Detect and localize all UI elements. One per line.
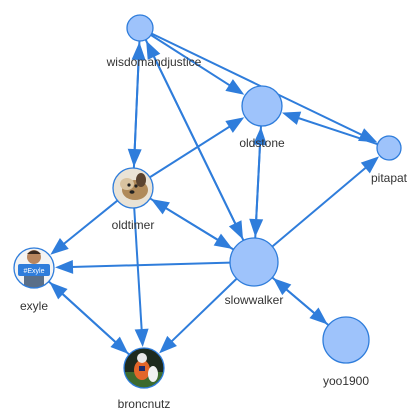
node-circle[interactable] [229,237,279,287]
arrowhead [146,40,161,60]
node-oldtimer[interactable] [112,167,154,209]
node-circle[interactable] [376,135,402,161]
dog-photo-icon [113,168,153,208]
edge-slowwalker-to-oldtimer [150,198,235,251]
node-label-exyle: exyle [20,299,48,313]
edge-wisdomandjustice-to-oldstone [150,34,245,95]
nodes-layer: #Exyle [13,14,402,389]
node-broncnutz[interactable] [123,347,165,389]
node-label-slowwalker: slowwalker [225,293,284,307]
node-circle[interactable] [322,316,370,364]
avatar-sign-text: #Exyle [23,268,44,275]
arrowhead [159,335,177,354]
arrowhead [54,259,74,274]
edge-slowwalker-to-wisdomandjustice [146,40,245,241]
node-circle[interactable] [241,85,283,127]
edge-broncnutz-to-exyle [49,282,130,356]
edge-oldtimer-to-oldstone [149,117,245,179]
node-circle[interactable] [126,14,154,42]
arrowhead [360,156,380,174]
edge-oldtimer-to-broncnutz [133,207,149,348]
edge-oldtimer-to-wisdomandjustice [131,41,146,169]
node-exyle[interactable]: #Exyle [13,247,55,290]
edge-slowwalker-to-exyle [54,259,231,274]
arrowhead [150,198,170,215]
arrowhead [131,41,146,61]
arrowhead [50,238,69,255]
node-label-broncnutz: broncnutz [118,397,171,411]
edge-slowwalker-to-pitapat [271,156,380,248]
node-label-yoo1900: yoo1900 [323,374,369,388]
edge-slowwalker-to-oldstone [253,126,267,239]
node-slowwalker[interactable] [229,237,279,287]
node-label-oldstone: oldstone [239,136,285,150]
node-label-wisdomandjustice: wisdomandjustice [106,55,202,69]
edge-slowwalker-to-broncnutz [159,277,238,354]
edge-oldtimer-to-exyle [50,199,119,255]
arrowhead [225,79,245,95]
node-yoo1900[interactable] [322,316,370,364]
arrowhead [134,328,149,348]
arrowhead [253,126,267,146]
arrowhead [225,117,245,133]
arrowhead [228,220,244,240]
labels-layer: wisdomandjustice oldstone pitapat oldtimer s… [20,55,408,411]
arrowhead [49,282,68,300]
node-label-oldtimer: oldtimer [112,218,155,232]
node-oldstone[interactable] [241,85,283,127]
node-wisdomandjustice[interactable] [126,14,154,42]
node-pitapat[interactable] [376,135,402,161]
node-label-pitapat: pitapat [371,171,408,185]
football-photo-icon [124,348,164,388]
edges-layer [48,32,380,356]
edge-pitapat-to-oldstone [281,111,378,146]
edge-yoo1900-to-slowwalker [273,278,330,326]
person-sign-photo-icon: #Exyle [14,248,54,288]
arrowhead [281,111,302,125]
arrowhead [273,278,292,296]
